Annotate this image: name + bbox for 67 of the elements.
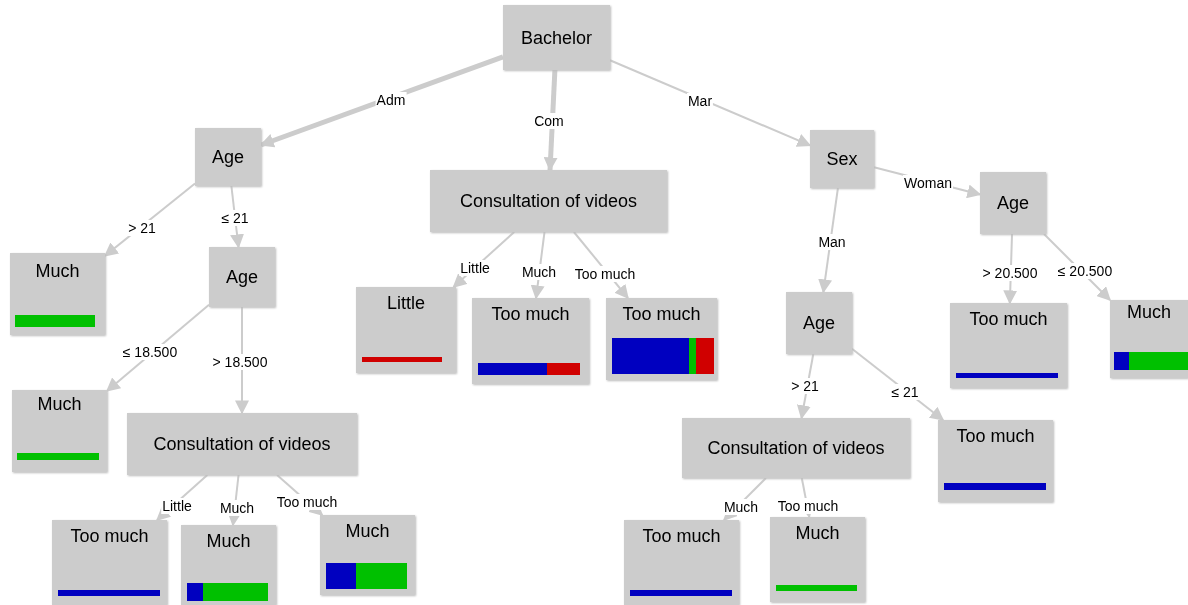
node-label: Too much: [642, 526, 721, 547]
node-label: Much: [206, 531, 251, 552]
node-label: Bachelor: [520, 27, 592, 48]
node-label: Consultation of videos: [459, 190, 638, 212]
edge-label: Much: [218, 500, 256, 516]
edge-label: > 20.500: [981, 265, 1039, 281]
leaf-box: [938, 420, 1053, 502]
leaf-box: [950, 303, 1067, 388]
edge-label: Adm: [375, 92, 407, 108]
edge-label: Too much: [275, 494, 339, 510]
split-box: [810, 130, 874, 188]
node-label: Much: [1127, 302, 1171, 323]
leaf-box: [181, 525, 276, 605]
edge-label: Much: [520, 264, 558, 280]
split-box: [209, 247, 275, 307]
node-label: Too much: [70, 526, 149, 547]
leaf-box: [624, 520, 739, 605]
edge-label: Little: [459, 260, 491, 276]
edge-label: > 18.500: [211, 354, 269, 370]
split-box: [195, 128, 261, 186]
leaf-box: [1110, 300, 1188, 378]
edge-label: > 21: [790, 378, 820, 394]
split-box: [786, 292, 852, 354]
leaf-box: [472, 298, 589, 384]
node-label: Consultation of videos: [707, 437, 885, 459]
edge-label: Much: [722, 499, 760, 515]
split-box: [127, 413, 357, 475]
leaf-box: [52, 520, 167, 605]
edge-label: Man: [817, 234, 847, 250]
arrow: [609, 59, 812, 147]
node-label: Much: [345, 521, 390, 542]
node-label: Much: [37, 394, 82, 415]
edge-label: Too much: [776, 498, 840, 514]
split-box: [430, 170, 667, 232]
leaf-box: [320, 515, 415, 595]
edge-label: Mar: [686, 93, 714, 109]
node-label: Consultation of videos: [153, 433, 331, 455]
node-label: Sex: [826, 148, 858, 170]
node-label: Age: [803, 312, 835, 334]
leaf-box: [606, 298, 717, 380]
edge-label: > 21: [127, 220, 157, 236]
leaf-box: [10, 253, 105, 335]
split-box: [682, 418, 910, 478]
split-box: [980, 172, 1046, 234]
edge-label: Com: [533, 113, 565, 129]
node-label: Age: [997, 192, 1029, 214]
edge-label: ≤ 21: [890, 384, 920, 400]
node-label: Too much: [622, 304, 701, 325]
node-label: Little: [387, 293, 425, 314]
edge-label: Woman: [903, 175, 953, 191]
leaf-box: [356, 287, 456, 373]
edge-label: ≤ 20.500: [1056, 263, 1114, 279]
node-label: Too much: [956, 426, 1035, 447]
edge-label: Too much: [573, 266, 637, 282]
node-label: Much: [795, 523, 840, 544]
edge-label: Little: [161, 498, 193, 514]
node-label: Age: [212, 146, 244, 168]
leaf-box: [12, 390, 107, 472]
edge-label: ≤ 21: [220, 210, 250, 226]
arrow: [543, 69, 558, 172]
split-box: [503, 5, 610, 70]
leaf-box: [770, 517, 865, 602]
edge-label: ≤ 18.500: [121, 344, 179, 360]
node-label: Too much: [969, 309, 1048, 330]
node-label: Age: [226, 266, 258, 288]
node-label: Too much: [491, 304, 570, 325]
node-label: Much: [35, 261, 80, 282]
